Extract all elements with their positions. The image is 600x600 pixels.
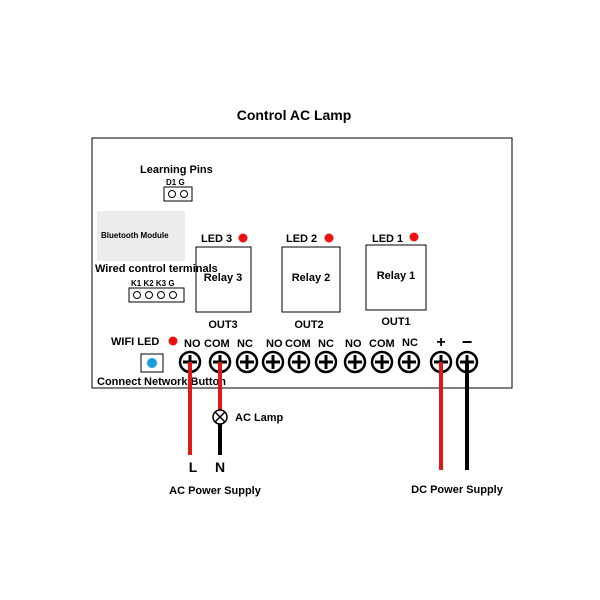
out2-label: OUT2	[294, 319, 323, 331]
terminal-labels: NO COM NC NO COM NC NO COM NC + −	[184, 332, 472, 352]
led-1-indicator	[409, 232, 419, 242]
terminal-no-2-label: NO	[266, 338, 283, 350]
relay-3: LED 3 Relay 3 OUT3	[195, 233, 252, 331]
terminal-com-3-label: COM	[204, 338, 230, 350]
screw-terminal-nc-1	[397, 350, 421, 374]
terminal-no-1-label: NO	[345, 338, 362, 350]
wired-control-label: Wired control terminals	[95, 263, 218, 275]
neutral-label: N	[215, 459, 225, 475]
learning-pins-header	[163, 186, 193, 202]
screw-terminal-nc-3	[235, 350, 259, 374]
relay-1-box	[365, 244, 427, 311]
terminal-plus-label: +	[436, 334, 445, 351]
learning-pins-label: Learning Pins	[140, 164, 213, 176]
relay-3-box	[195, 246, 252, 313]
terminal-com-2-label: COM	[285, 338, 311, 350]
terminal-nc-3-label: NC	[237, 338, 253, 350]
led-3-indicator	[238, 233, 248, 243]
terminal-nc-2-label: NC	[318, 338, 334, 350]
screw-terminal-no-2	[261, 350, 285, 374]
screw-terminal-no-1	[343, 350, 367, 374]
relay-2-label: Relay 2	[292, 272, 331, 284]
ac-lamp-label: AC Lamp	[235, 412, 284, 424]
relay-3-label: Relay 3	[204, 272, 243, 284]
terminal-no-3-label: NO	[184, 338, 201, 350]
bluetooth-module-label: Bluetooth Module	[101, 231, 169, 240]
ac-lamp-icon	[212, 409, 228, 425]
wifi-led-indicator	[168, 336, 178, 346]
led-2-label: LED 2	[286, 233, 317, 245]
terminal-nc-1-label: NC	[402, 337, 418, 349]
led-1-label: LED 1	[372, 233, 403, 245]
wired-control-header	[128, 287, 185, 303]
relay-2: LED 2 Relay 2 OUT2	[281, 233, 341, 331]
wired-control-pin-labels: K1 K2 K3 G	[131, 279, 175, 288]
out3-label: OUT3	[208, 319, 237, 331]
led-2-indicator	[324, 233, 334, 243]
connect-network-button-label: Connect Network Button	[97, 376, 226, 388]
terminal-minus-label: −	[462, 332, 473, 352]
screw-terminal-nc-2	[314, 350, 338, 374]
screw-terminal-com-1	[370, 350, 394, 374]
out1-label: OUT1	[381, 316, 410, 328]
dc-power-supply-label: DC Power Supply	[411, 484, 504, 496]
diagram-title: Control AC Lamp	[237, 107, 352, 123]
controller-board	[91, 137, 513, 389]
bluetooth-module	[97, 211, 185, 261]
screw-terminal-com-2	[287, 350, 311, 374]
learning-pins-pin-labels: D1 G	[166, 178, 185, 187]
relay-1-label: Relay 1	[377, 270, 416, 282]
connect-button-cap	[147, 358, 157, 368]
ac-power-supply-label: AC Power Supply	[169, 485, 262, 497]
led-3-label: LED 3	[201, 233, 232, 245]
relay-2-box	[281, 246, 341, 313]
wifi-led-label: WIFI LED	[111, 336, 159, 348]
live-label: L	[189, 459, 198, 475]
terminal-com-1-label: COM	[369, 338, 395, 350]
screw-terminal-block	[178, 350, 479, 374]
relay-1: LED 1 Relay 1 OUT1	[365, 232, 427, 328]
